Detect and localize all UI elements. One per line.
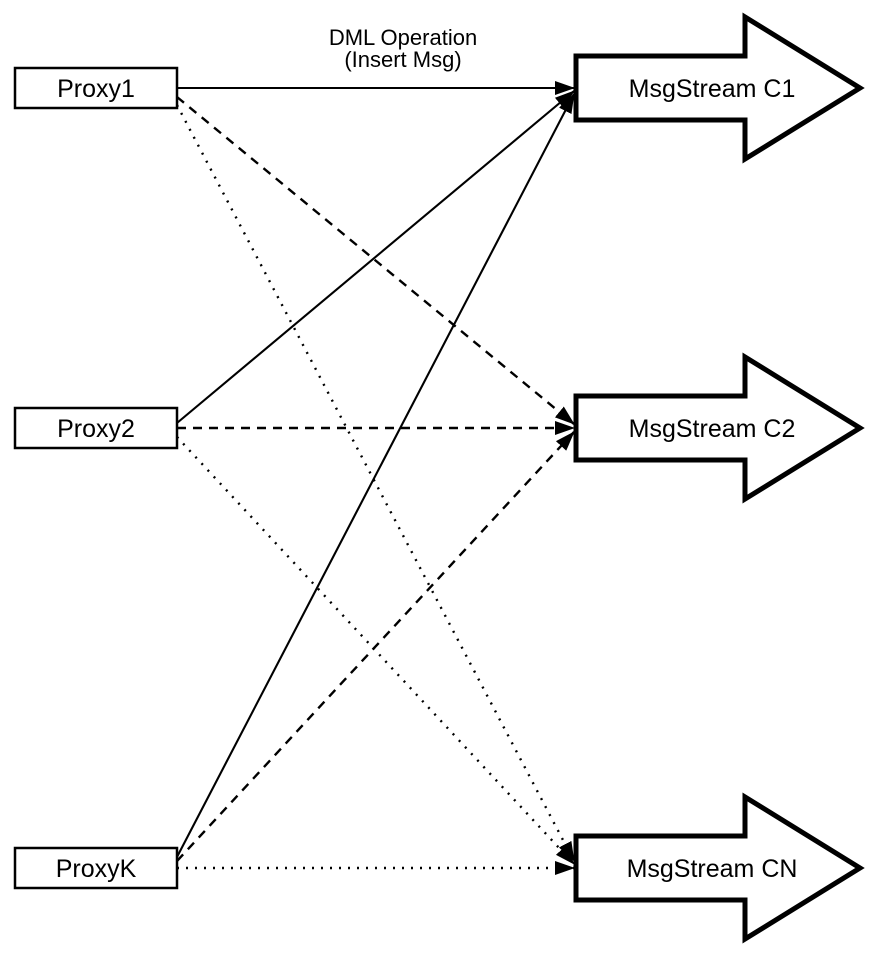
proxyk-box [13, 846, 179, 890]
proxy1-box [13, 66, 179, 110]
msgstream-c2-label: MsgStream C2 [629, 415, 796, 443]
edge-proxyk-to-msgstream-c1 [176, 93, 575, 858]
proxy2-label: Proxy2 [57, 415, 135, 443]
dml-operation-annotation: DML Operation (Insert Msg) [329, 25, 477, 72]
msgstream-c1-arrow-shape [573, 12, 865, 164]
proxy1-label: Proxy1 [57, 75, 135, 103]
edge-proxy1-to-msgstream-c2 [176, 96, 575, 425]
msgstream-c2-arrow-shape [573, 352, 865, 504]
dml-operation-label-line1: DML Operation [329, 25, 477, 50]
proxyk-label: ProxyK [56, 855, 137, 883]
edge-proxy1-to-msgstream-cn [175, 104, 576, 862]
proxyk-node: ProxyK [13, 846, 179, 890]
proxy2-box [13, 406, 179, 450]
msgstream-c1-label: MsgStream C1 [629, 75, 796, 103]
dml-operation-label-line2: (Insert Msg) [344, 47, 461, 72]
msgstream-c2-node: MsgStream C2 [573, 352, 865, 504]
proxy2-node: Proxy2 [13, 406, 179, 450]
msgstream-cn-arrow-shape [573, 792, 865, 944]
proxy1-node: Proxy1 [13, 66, 179, 110]
edge-proxy2-to-msgstream-c1 [176, 90, 575, 424]
edge-group [175, 81, 576, 875]
edge-proxy2-to-msgstream-cn [176, 436, 575, 865]
msgstream-cn-label: MsgStream CN [627, 855, 798, 883]
msgstream-c1-node: MsgStream C1 [573, 12, 865, 164]
edge-proxyk-to-msgstream-c2 [176, 431, 575, 862]
msgstream-cn-node: MsgStream CN [573, 792, 865, 944]
